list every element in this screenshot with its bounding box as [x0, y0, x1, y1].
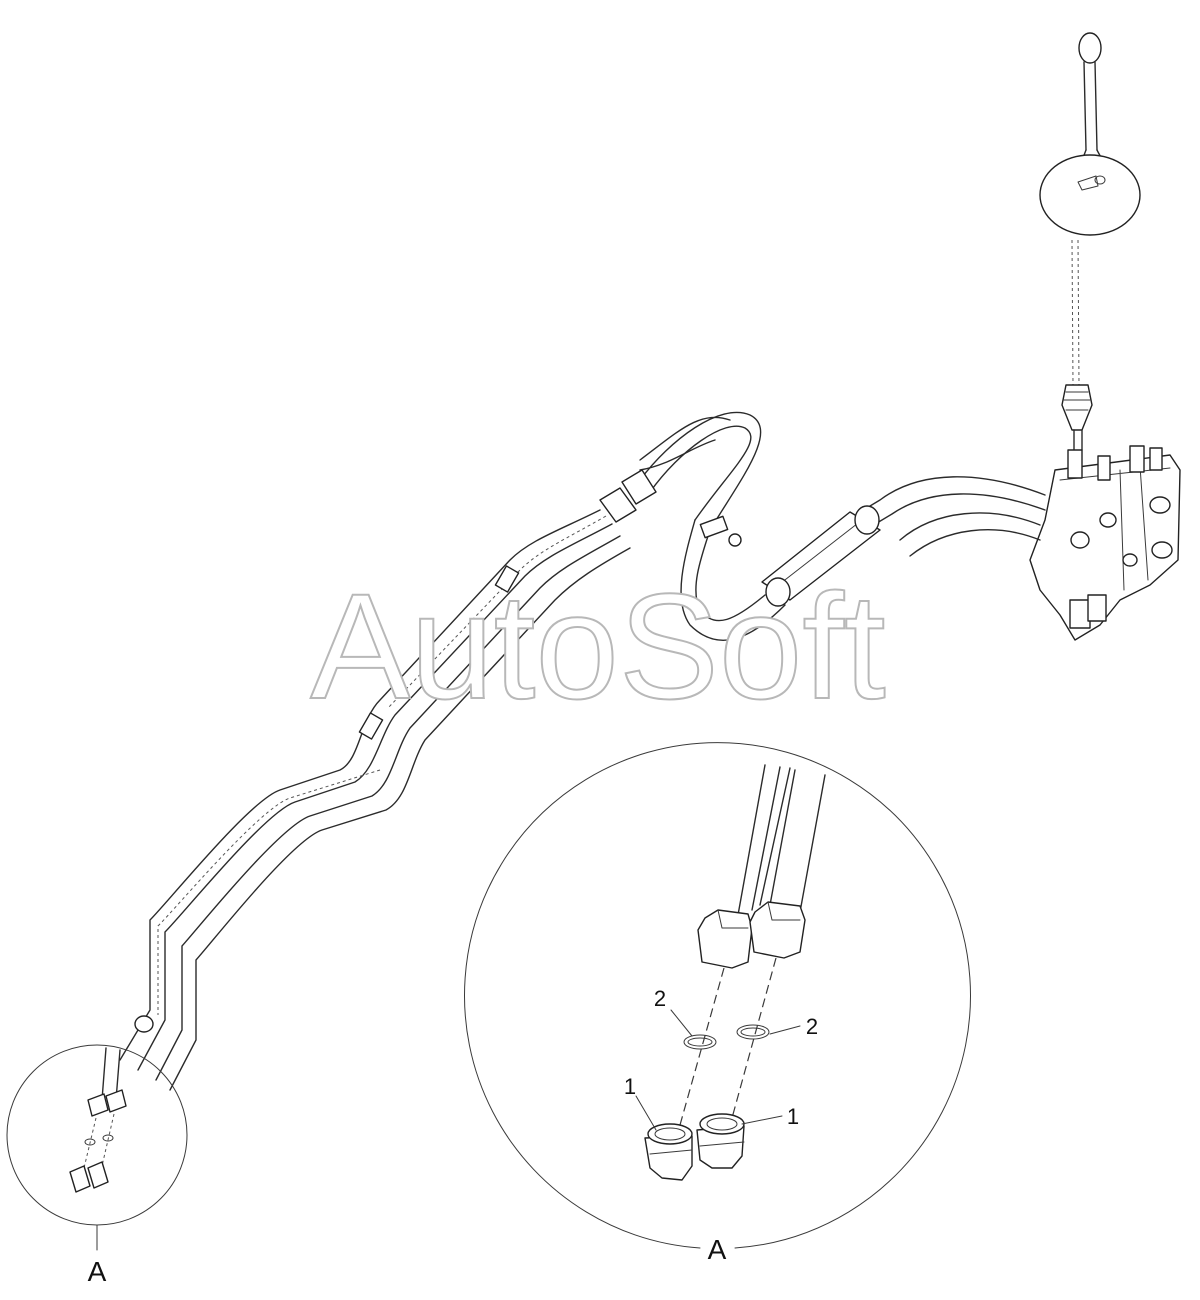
detail-label-small: A	[88, 1256, 107, 1287]
watermark-text: AutoSoft	[310, 562, 885, 730]
callout-ring-right: 2	[806, 1014, 818, 1039]
control-lever	[1039, 32, 1141, 451]
callout-fitting-left: 1	[624, 1074, 636, 1099]
control-valve-block	[1029, 445, 1181, 641]
detail-circle-small: A	[6, 1044, 188, 1287]
detail-circle-large: 2 2 1 1 A	[464, 742, 971, 1265]
fitting-left	[644, 1123, 693, 1181]
fitting-right	[696, 1113, 745, 1169]
callout-fitting-right: 1	[787, 1104, 799, 1129]
callout-ring-left: 2	[654, 986, 666, 1011]
detail-label-large: A	[708, 1234, 727, 1265]
hose-assembly	[119, 411, 1046, 1091]
